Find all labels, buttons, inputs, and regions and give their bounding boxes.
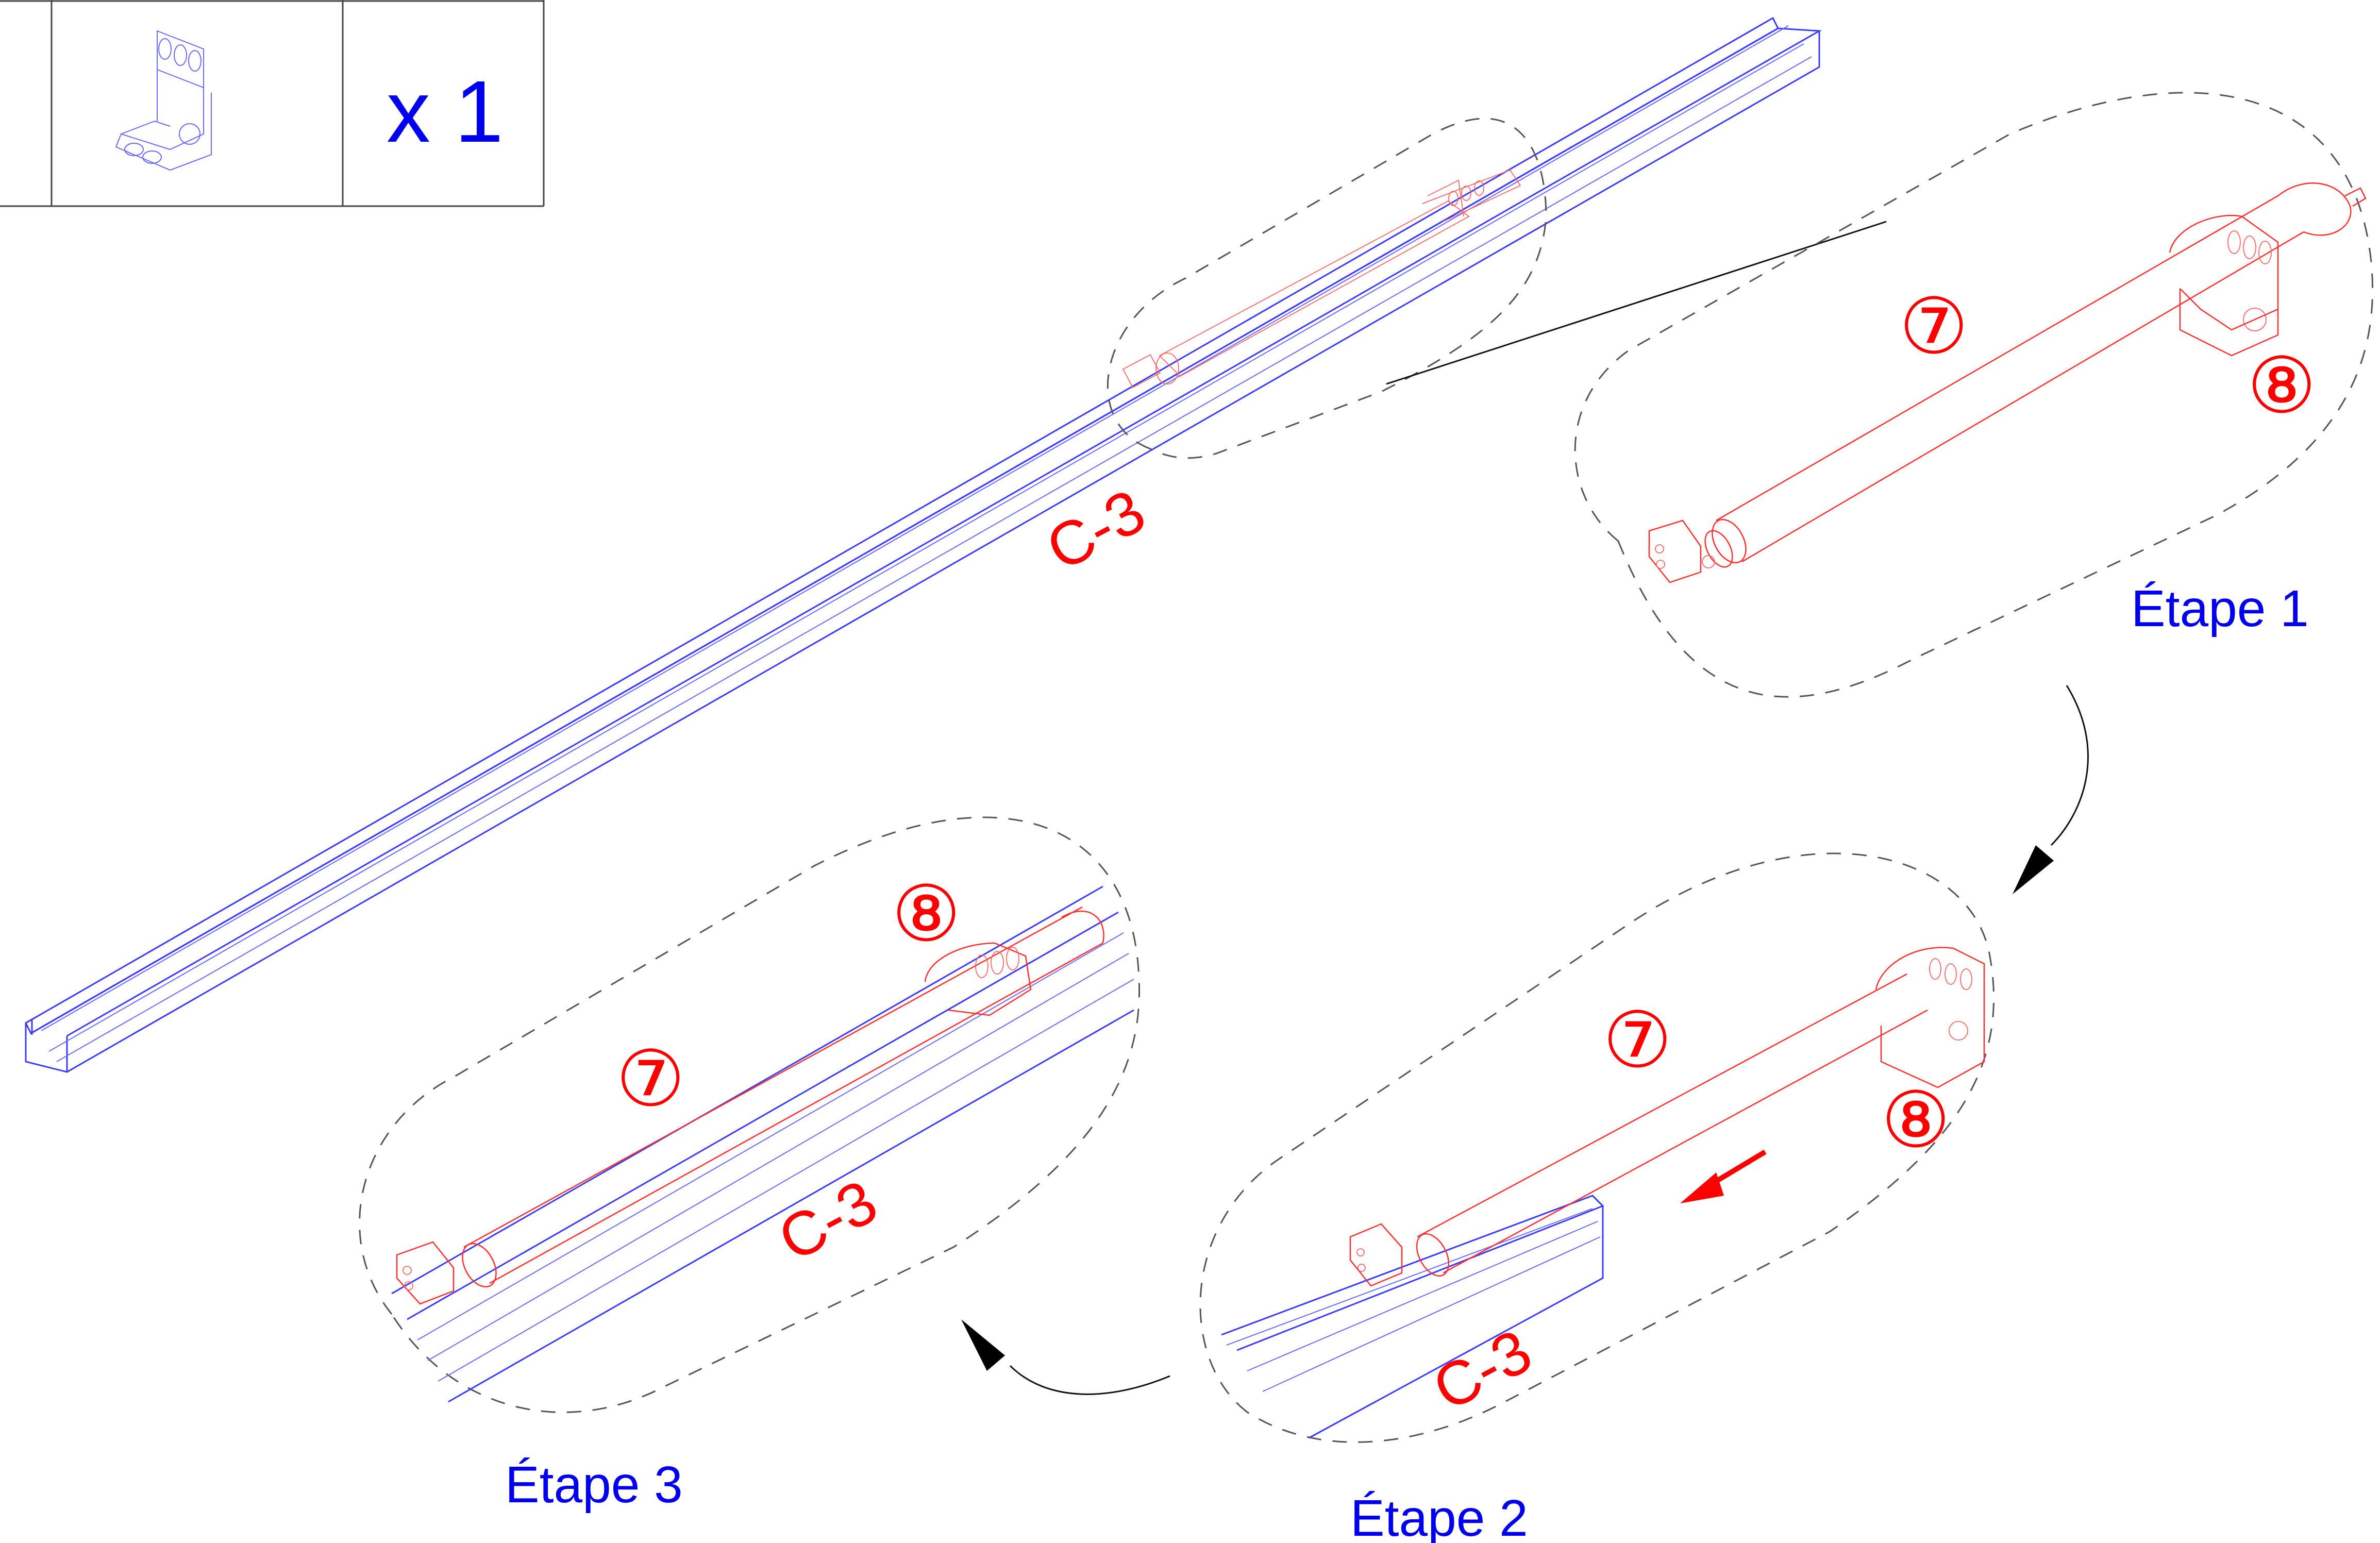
detail-zoom-outline: [1107, 118, 1547, 459]
rail-main-callout: C-3: [1035, 476, 1156, 584]
main-assembly: [1122, 169, 1521, 388]
rail-step3-callout: C-3: [767, 1167, 888, 1274]
detail-leader-line: [1386, 221, 1887, 385]
arrow-step1-to-step2: [2013, 685, 2089, 894]
step-2-detail: [1199, 852, 1995, 1443]
step2-label: Étape 2: [1350, 1489, 1528, 1543]
main-rail: [25, 16, 1822, 1073]
push-arrow: [1680, 1149, 1767, 1203]
parts-table: x 1: [0, 0, 545, 207]
bracket-step2-callout: ⑧: [1881, 1077, 1950, 1163]
quantity-label: x 1: [387, 63, 504, 161]
step-3-detail: [359, 816, 1141, 1413]
step1-label: Étape 1: [2131, 580, 2309, 638]
rail-step2-callout: C-3: [1422, 1316, 1543, 1424]
tube-step2-callout: ⑦: [1603, 997, 1672, 1083]
tube-step3-callout: ⑦: [616, 1035, 685, 1122]
tube-step1-callout: ⑦: [1899, 283, 1968, 370]
step3-label: Étape 3: [505, 1456, 683, 1514]
step-1-detail: [1574, 92, 2374, 698]
bracket-step3-callout: ⑧: [892, 870, 961, 957]
arrow-step2-to-step3: [961, 1319, 1170, 1395]
bracket-step1-callout: ⑧: [2247, 342, 2316, 429]
bracket-part-icon: [115, 30, 212, 171]
